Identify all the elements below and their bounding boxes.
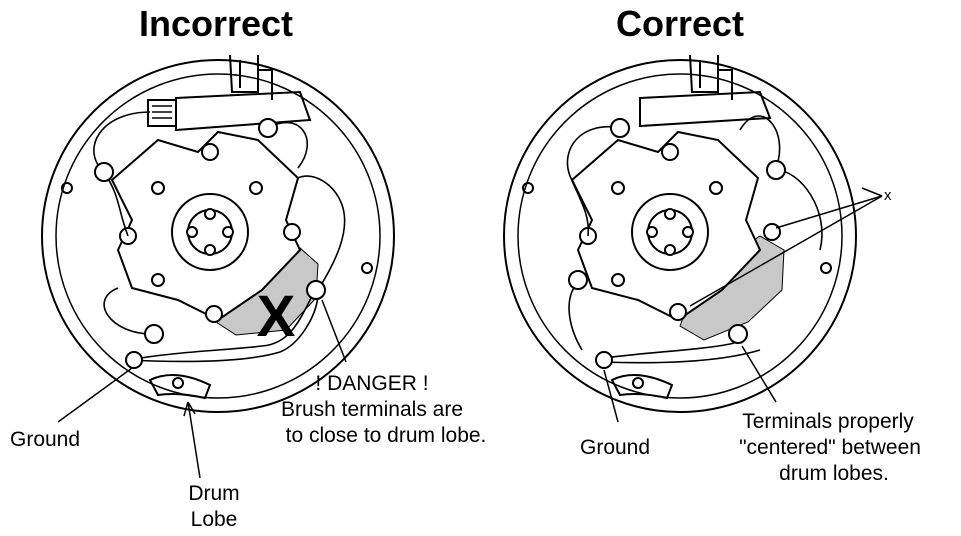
- plate-post: [151, 273, 165, 287]
- mounting-hole: [632, 377, 644, 389]
- brush-terminal: [94, 162, 114, 182]
- brush-wire: [775, 169, 823, 251]
- plate-post: [201, 143, 219, 161]
- plate-post-x: [763, 223, 781, 241]
- mounting-hole: [522, 182, 534, 194]
- housing-outer-ring: [41, 59, 395, 413]
- leader-terminals: [741, 345, 777, 403]
- brush-terminal: [568, 270, 588, 290]
- label-ground: Ground: [580, 436, 650, 459]
- ground-wire: [129, 291, 315, 361]
- label-danger-heading: ! DANGER !: [315, 372, 428, 395]
- plate-post: [611, 273, 625, 287]
- drum-lobe-tab: [148, 374, 212, 400]
- plate-post: [249, 181, 263, 195]
- mounting-hole: [172, 377, 184, 389]
- leader-ground: [57, 367, 133, 423]
- leader-drum-lobe: [183, 401, 201, 479]
- plate-post: [661, 143, 679, 161]
- leader-x-marker: [689, 187, 883, 307]
- brush-terminal: [258, 118, 278, 138]
- plate-post: [205, 305, 223, 323]
- brush-terminal: [144, 324, 164, 344]
- panel-title-correct: Correct: [616, 3, 744, 44]
- brush-wire: [93, 111, 151, 173]
- label-ground: Ground: [10, 428, 80, 451]
- label-note-line-3: drum lobes.: [779, 462, 889, 485]
- label-lobe: Lobe: [191, 508, 238, 531]
- connector-body: [175, 90, 312, 132]
- leader-danger: [321, 299, 347, 363]
- label-drum: Drum: [188, 482, 239, 505]
- housing-inner-ring: [55, 73, 381, 399]
- label-note-line-1: Terminals properly: [742, 410, 914, 433]
- brush-wire: [739, 115, 781, 169]
- panel-correct: Correct: [503, 3, 921, 485]
- connector-plug: [147, 99, 177, 127]
- incorrect-x-mark: X: [257, 284, 296, 349]
- panel-incorrect: Incorrect: [10, 3, 486, 531]
- brush-terminal-centered: [728, 324, 748, 344]
- connector-housing: [689, 54, 733, 100]
- brush-wire: [297, 175, 346, 291]
- connector-housing: [229, 54, 273, 100]
- connector-body: [639, 90, 772, 128]
- brush-terminal: [610, 118, 630, 138]
- ground-wire: [603, 349, 761, 364]
- plate-post: [283, 223, 301, 241]
- housing-inner-ring: [517, 73, 843, 399]
- plate-post: [151, 181, 165, 195]
- label-danger-line-3: to close to drum lobe.: [286, 424, 487, 447]
- label-note-line-2: "centered" between: [739, 436, 921, 459]
- plate-post: [709, 181, 723, 195]
- leader-ground: [603, 369, 619, 423]
- mounting-hole: [820, 262, 832, 274]
- brush-wire: [103, 287, 153, 335]
- ground-wire: [603, 329, 741, 359]
- mounting-hole: [61, 182, 73, 194]
- brush-wire: [566, 125, 623, 237]
- brush-terminal: [766, 160, 786, 180]
- plate-post: [611, 181, 625, 195]
- brush-terminal-too-close: [306, 280, 326, 300]
- panel-title-incorrect: Incorrect: [139, 3, 293, 44]
- label-danger-line-2: Brush terminals are: [281, 398, 463, 421]
- mounting-hole: [361, 262, 373, 274]
- ground-wire: [127, 295, 319, 363]
- ground-terminal: [595, 351, 613, 369]
- brush-wire: [267, 121, 309, 169]
- ground-terminal: [125, 351, 143, 369]
- brush-wire: [568, 281, 583, 351]
- label-x-marker: x: [884, 187, 892, 204]
- drum-lobe-tab: [610, 374, 674, 400]
- plate-post-x: [669, 303, 687, 321]
- housing-outer-ring: [503, 59, 857, 413]
